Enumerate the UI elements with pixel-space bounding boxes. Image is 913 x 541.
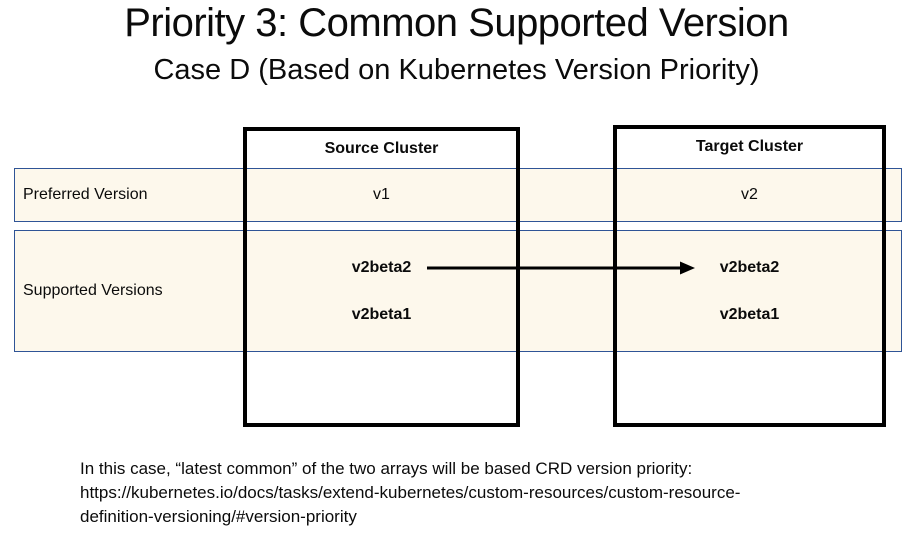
- preferred-version-row: Preferred Version: [14, 168, 902, 222]
- footnote: In this case, “latest common” of the two…: [80, 457, 870, 529]
- page-subtitle: Case D (Based on Kubernetes Version Prio…: [153, 54, 760, 86]
- target-preferred-version-value: v2: [741, 186, 758, 203]
- preferred-version-row-label: Preferred Version: [23, 186, 148, 203]
- footnote-line-1: In this case, “latest common” of the two…: [80, 459, 693, 478]
- source-supported-version-v2beta2: v2beta2: [351, 259, 412, 276]
- supported-versions-row-label: Supported Versions: [23, 282, 163, 299]
- footnote-line-3: definition-versioning/#version-priority: [80, 507, 357, 526]
- target-cluster-header: Target Cluster: [695, 138, 804, 155]
- target-supported-version-v2beta2: v2beta2: [719, 259, 780, 276]
- target-supported-version-v2beta1: v2beta1: [719, 306, 780, 323]
- source-supported-version-v2beta1: v2beta1: [351, 306, 412, 323]
- footnote-line-2: https://kubernetes.io/docs/tasks/extend-…: [80, 483, 741, 502]
- supported-versions-row: Supported Versions: [14, 230, 902, 352]
- page-title: Priority 3: Common Supported Version: [124, 1, 789, 45]
- source-cluster-header: Source Cluster: [324, 140, 439, 157]
- target-cluster-box: Target Cluster: [613, 125, 886, 427]
- source-cluster-box: Source Cluster: [243, 127, 520, 427]
- source-preferred-version-value: v1: [373, 186, 390, 203]
